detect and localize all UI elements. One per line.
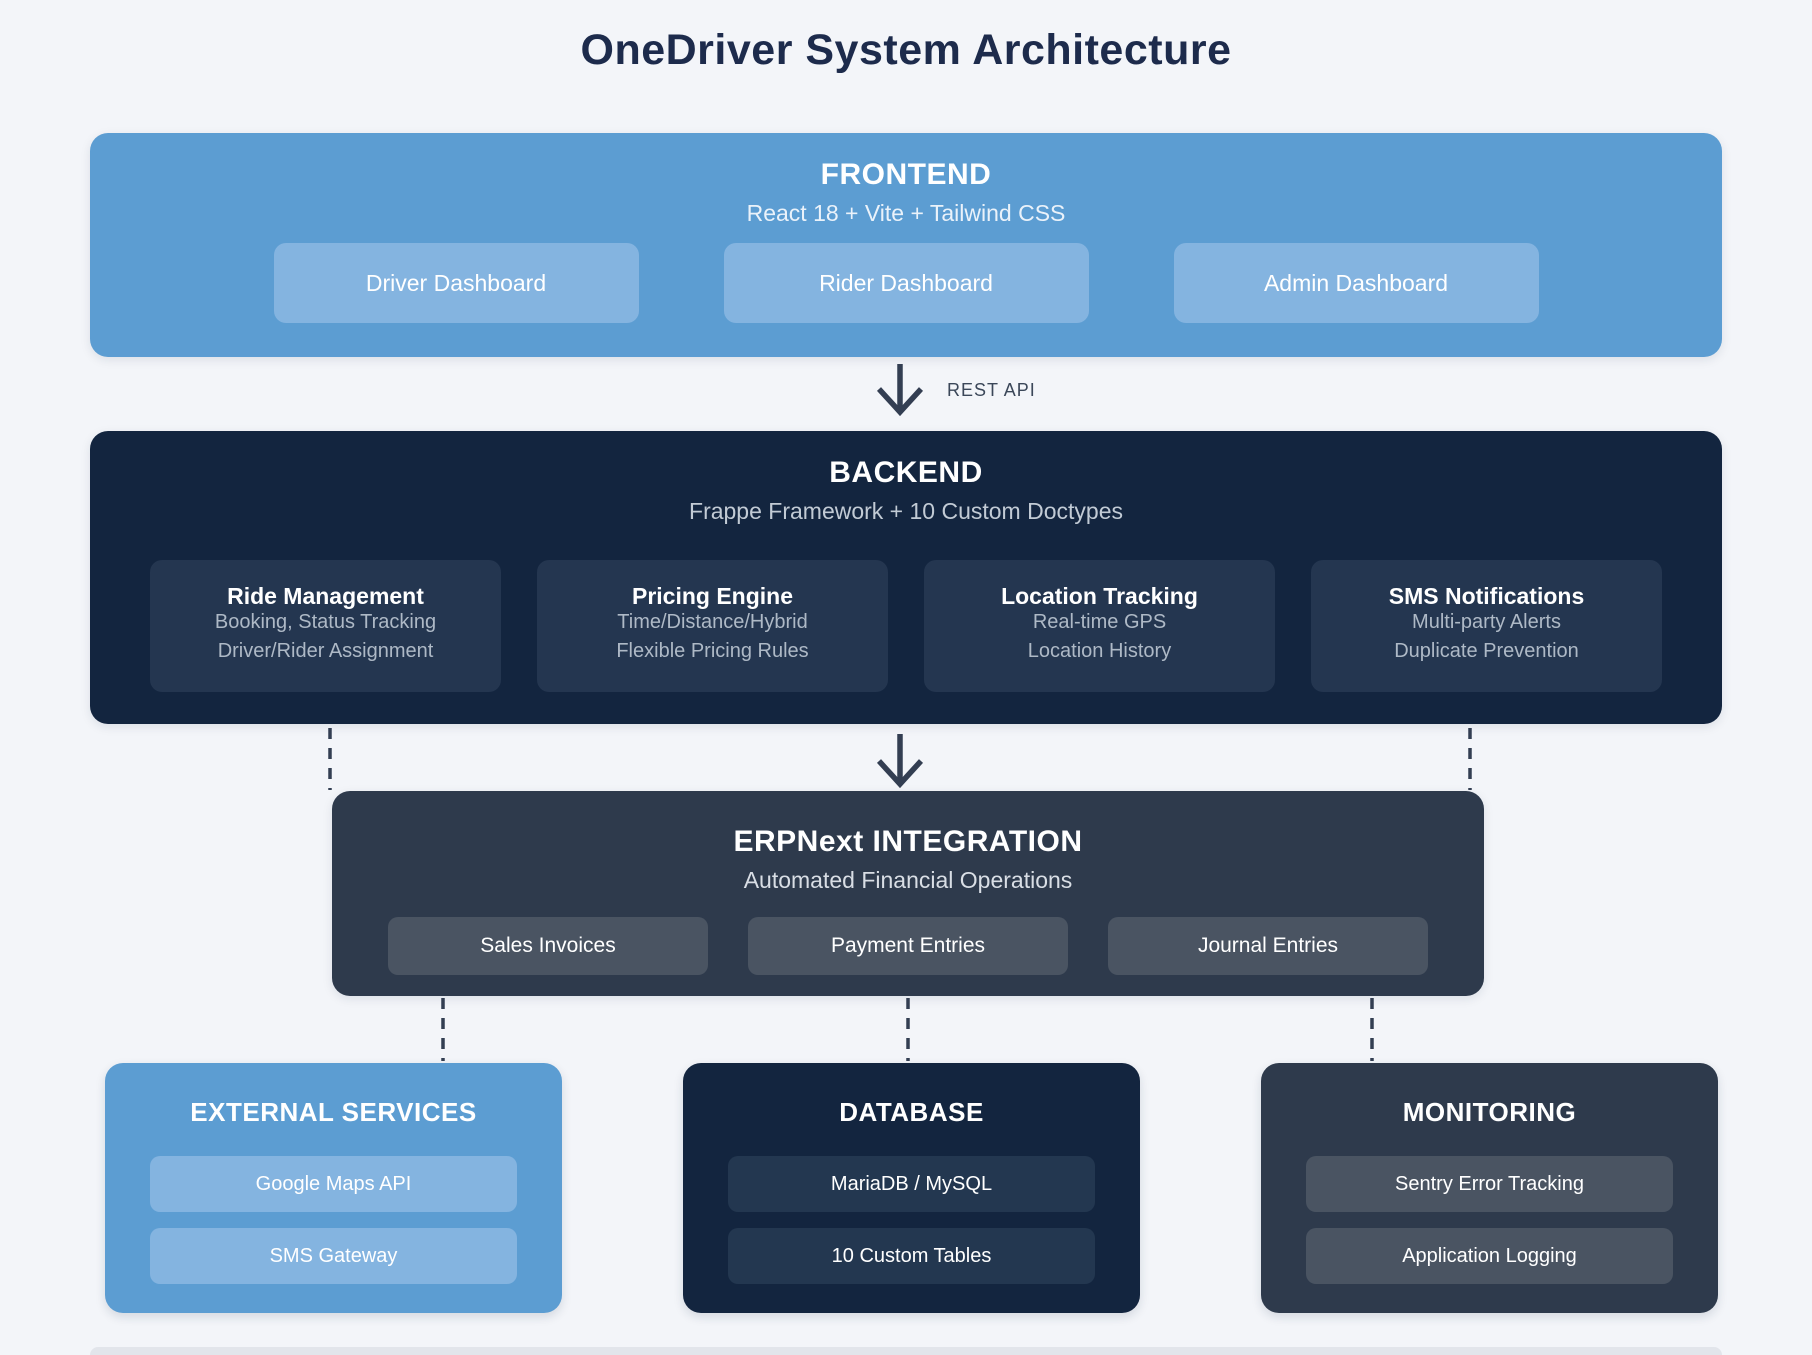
module-ride-management: Ride Management Booking, Status Tracking… (150, 560, 501, 692)
chip-sales-invoices: Sales Invoices (388, 917, 708, 975)
module-line: Location History (1027, 640, 1172, 662)
external-services-title: EXTERNAL SERVICES (190, 1097, 477, 1127)
module-line: Flexible Pricing Rules (616, 640, 809, 662)
erpnext-subtitle: Automated Financial Operations (743, 867, 1073, 893)
chip-driver-dashboard: Driver Dashboard (273, 243, 639, 323)
backend-title: BACKEND (829, 456, 983, 489)
frontend-chip-row: Driver Dashboard Rider Dashboard Admin D… (90, 243, 1722, 323)
module-sms-notifications: SMS Notifications Multi-party Alerts Dup… (1311, 560, 1662, 692)
module-line: Multi-party Alerts (1412, 611, 1561, 633)
database-title: DATABASE (839, 1097, 984, 1127)
module-title: Ride Management (227, 583, 424, 609)
page-title: OneDriver System Architecture (580, 26, 1232, 74)
chip-sentry-error-tracking: Sentry Error Tracking (1306, 1156, 1673, 1212)
monitoring-title: MONITORING (1402, 1097, 1577, 1127)
module-title: Pricing Engine (631, 583, 794, 609)
module-line: Driver/Rider Assignment (217, 640, 434, 662)
rest-api-label: REST API (947, 380, 1036, 400)
chip-mariadb-mysql: MariaDB / MySQL (728, 1156, 1095, 1212)
monitoring-panel: MONITORING Sentry Error Tracking Applica… (1261, 1063, 1718, 1313)
external-services-panel: EXTERNAL SERVICES Google Maps API SMS Ga… (105, 1063, 562, 1313)
module-pricing-engine: Pricing Engine Time/Distance/Hybrid Flex… (537, 560, 888, 692)
chip-payment-entries: Payment Entries (748, 917, 1068, 975)
erpnext-chip-row: Sales Invoices Payment Entries Journal E… (332, 917, 1484, 975)
chip-journal-entries: Journal Entries (1108, 917, 1428, 975)
chip-rider-dashboard: Rider Dashboard (723, 243, 1089, 323)
database-panel: DATABASE MariaDB / MySQL 10 Custom Table… (683, 1063, 1140, 1313)
frontend-subtitle: React 18 + Vite + Tailwind CSS (746, 200, 1066, 226)
chip-sms-gateway: SMS Gateway (150, 1228, 517, 1284)
backend-subtitle: Frappe Framework + 10 Custom Doctypes (689, 498, 1123, 524)
next-section-edge (90, 1347, 1722, 1355)
module-line: Duplicate Prevention (1394, 640, 1579, 662)
module-line: Real-time GPS (1032, 611, 1167, 633)
down-arrow-icon (876, 364, 924, 417)
erpnext-title: ERPNext INTEGRATION (733, 825, 1083, 858)
chip-google-maps-api: Google Maps API (150, 1156, 517, 1212)
module-title: Location Tracking (1001, 583, 1198, 609)
backend-module-row: Ride Management Booking, Status Tracking… (90, 560, 1722, 692)
backend-panel: BACKEND Frappe Framework + 10 Custom Doc… (90, 431, 1722, 724)
erpnext-panel: ERPNext INTEGRATION Automated Financial … (332, 791, 1484, 996)
module-location-tracking: Location Tracking Real-time GPS Location… (924, 560, 1275, 692)
frontend-panel: FRONTEND React 18 + Vite + Tailwind CSS … (90, 133, 1722, 357)
chip-admin-dashboard: Admin Dashboard (1173, 243, 1539, 323)
module-line: Time/Distance/Hybrid (617, 611, 808, 633)
down-arrow-icon (876, 734, 924, 789)
chip-10-custom-tables: 10 Custom Tables (728, 1228, 1095, 1284)
chip-application-logging: Application Logging (1306, 1228, 1673, 1284)
module-title: SMS Notifications (1388, 583, 1585, 609)
frontend-title: FRONTEND (820, 158, 992, 191)
module-line: Booking, Status Tracking (214, 611, 437, 633)
